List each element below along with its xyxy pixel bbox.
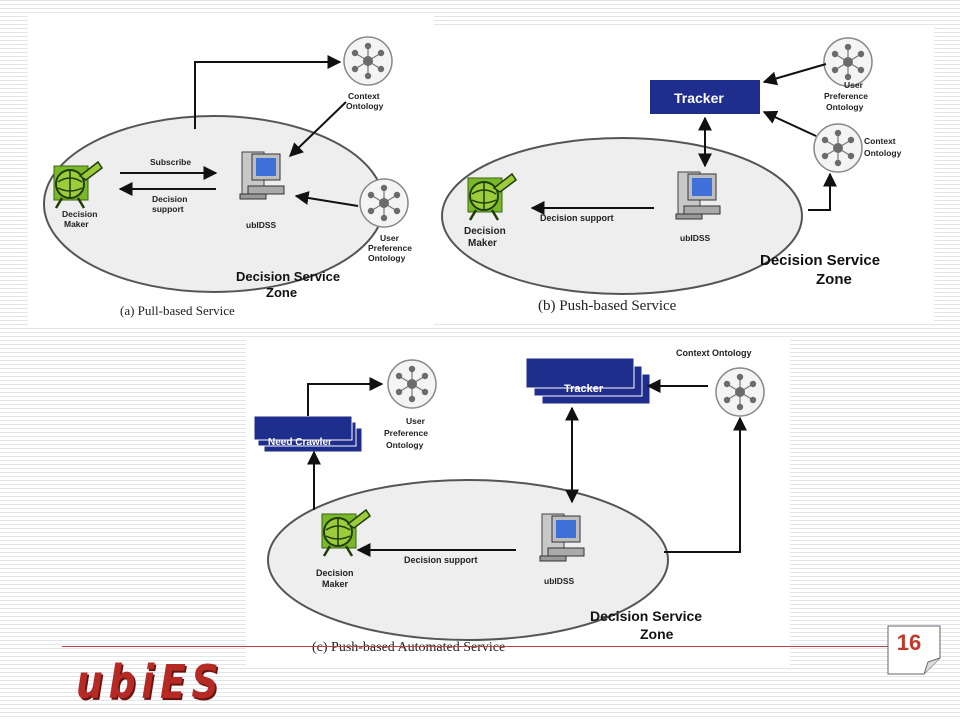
user-preference-label-1: User bbox=[844, 80, 864, 90]
context-ontology-label-2: Ontology bbox=[864, 148, 902, 158]
zone-label-2: Zone bbox=[816, 271, 852, 288]
decision-maker-label-2: Maker bbox=[64, 219, 89, 229]
push-based-diagram: Tracker User Preference Ontology Context… bbox=[441, 37, 902, 314]
panel-a-caption: (a) Pull-based Service bbox=[120, 303, 235, 318]
ubidss-label: ubIDSS bbox=[680, 233, 711, 243]
computer-icon bbox=[539, 513, 585, 562]
zone-to-context-arrow bbox=[194, 55, 342, 129]
preference-to-tracker-arrow bbox=[762, 63, 827, 86]
user-preference-label-1: User bbox=[380, 233, 400, 243]
user-preference-label-3: Ontology bbox=[386, 440, 424, 450]
tracker-label: Tracker bbox=[564, 383, 604, 395]
context-ontology-label: Context Ontology bbox=[676, 348, 752, 358]
context-ontology-icon bbox=[813, 123, 863, 173]
pull-based-service-panel: Decision Maker ubIDSS Subscribe Decision… bbox=[28, 16, 434, 327]
preference-to-ubidss-arrow bbox=[294, 191, 359, 207]
user-preference-label-1: User bbox=[406, 416, 426, 426]
push-based-service-panel: Tracker User Preference Ontology Context… bbox=[434, 28, 934, 323]
subscribe-label: Subscribe bbox=[150, 157, 191, 167]
user-preference-ontology-icon bbox=[387, 359, 437, 409]
decision-service-zone bbox=[43, 115, 385, 293]
zone-label-1: Decision Service bbox=[590, 608, 702, 624]
ubidss-label: ubIDSS bbox=[544, 576, 575, 586]
page-number: 16 bbox=[896, 630, 922, 655]
zone-label-2: Zone bbox=[640, 626, 674, 642]
page-corner-icon bbox=[887, 625, 941, 675]
decision-maker-label-2: Maker bbox=[468, 238, 497, 249]
panel-c-caption: (c) Push-based Automated Service bbox=[312, 640, 505, 655]
zone-to-context-arrow bbox=[808, 172, 837, 211]
need-crawler-label: Need Crawler bbox=[268, 437, 332, 448]
user-preference-label-2: Preference bbox=[384, 428, 428, 438]
zone-label-2: Zone bbox=[266, 285, 297, 300]
panel-b-caption: (b) Push-based Service bbox=[538, 298, 677, 314]
user-preference-label-3: Ontology bbox=[826, 102, 864, 112]
user-preference-label-3: Ontology bbox=[368, 253, 406, 263]
need-crawler-box bbox=[253, 415, 353, 441]
context-to-ubidss-arrow bbox=[288, 101, 347, 157]
decision-maker-label-2: Maker bbox=[322, 579, 349, 589]
ubidss-label: ubIDSS bbox=[246, 220, 277, 230]
context-ontology-label-1: Context bbox=[864, 136, 896, 146]
push-based-automated-diagram: Context Ontology Tracker User Preference… bbox=[253, 348, 765, 655]
context-ontology-icon bbox=[715, 367, 765, 417]
decision-maker-label-1: Decision bbox=[464, 226, 506, 237]
zone-label-1: Decision Service bbox=[236, 269, 340, 284]
computer-icon bbox=[239, 151, 285, 200]
ubies-logo: ubiES bbox=[76, 655, 225, 709]
tracker-box bbox=[525, 357, 635, 389]
zone-label-1: Decision Service bbox=[760, 252, 880, 269]
context-ontology-label-1: Context bbox=[348, 91, 380, 101]
pull-based-diagram: Decision Maker ubIDSS Subscribe Decision… bbox=[43, 36, 412, 318]
context-ontology-label-2: Ontology bbox=[346, 101, 384, 111]
decision-support-label: Decision support bbox=[404, 555, 478, 565]
zone-to-context-arrow bbox=[664, 416, 747, 553]
context-ontology-icon bbox=[343, 36, 393, 86]
user-preference-label-2: Preference bbox=[824, 91, 868, 101]
decision-support-label: Decision support bbox=[540, 213, 614, 223]
user-preference-label-2: Preference bbox=[368, 243, 412, 253]
decision-support-label-1: Decision bbox=[152, 194, 187, 204]
computer-icon bbox=[675, 171, 721, 220]
user-preference-ontology-icon bbox=[359, 178, 409, 228]
decision-maker-label-1: Decision bbox=[316, 568, 354, 578]
footer-divider bbox=[62, 646, 892, 647]
push-based-automated-service-panel: Context Ontology Tracker User Preference… bbox=[246, 340, 790, 665]
context-to-tracker-arrow bbox=[762, 110, 817, 137]
user-preference-ontology-icon bbox=[823, 37, 873, 87]
decision-maker-label-1: Decision bbox=[62, 209, 97, 219]
tracker-box bbox=[650, 80, 760, 114]
page-number-badge: 16 bbox=[887, 625, 941, 675]
tracker-label: Tracker bbox=[674, 90, 724, 106]
crawler-to-preference-arrow bbox=[307, 377, 384, 416]
decision-support-label-2: support bbox=[152, 204, 184, 214]
